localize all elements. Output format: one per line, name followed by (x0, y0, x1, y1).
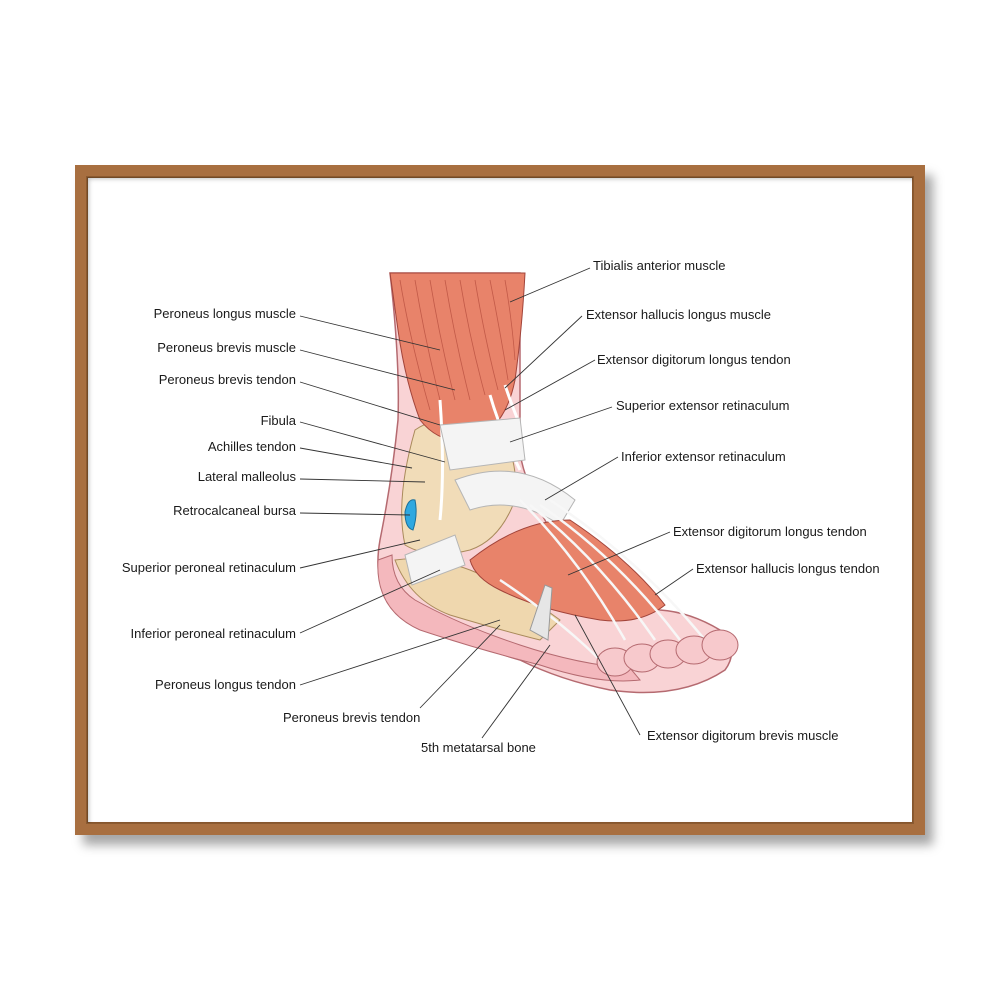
label-peroneus-longus-tendon: Peroneus longus tendon (155, 677, 296, 692)
label-superior-peroneal-retinaculum: Superior peroneal retinaculum (121, 560, 296, 575)
foot-tendons (499, 498, 706, 661)
label-peroneus-brevis-tendon-bottom: Peroneus brevis tendon (283, 710, 421, 725)
foot-muscles (469, 519, 666, 622)
label-superior-extensor-retinaculum: Superior extensor retinaculum (616, 398, 790, 413)
retrocalcaneal-bursa (404, 499, 417, 531)
label-tibialis-anterior-muscle: Tibialis anterior muscle (593, 258, 726, 273)
leader-lines (299, 267, 694, 739)
label-extensor-hallucis-longus-tendon: Extensor hallucis longus tendon (696, 561, 880, 576)
label-extensor-digitorum-longus-tendon-upper: Extensor digitorum longus tendon (597, 352, 791, 367)
label-peroneus-longus-muscle: Peroneus longus muscle (153, 306, 296, 321)
label-5th-metatarsal-bone: 5th metatarsal bone (421, 740, 536, 755)
label-inferior-peroneal-retinaculum: Inferior peroneal retinaculum (130, 626, 296, 641)
toes (596, 629, 739, 677)
label-extensor-digitorum-longus-tendon-lower: Extensor digitorum longus tendon (673, 524, 867, 539)
label-lateral-malleolus: Lateral malleolus (197, 469, 296, 484)
label-peroneus-brevis-tendon: Peroneus brevis tendon (158, 372, 296, 387)
leg-muscle-fibers (399, 279, 516, 411)
label-retrocalcaneal-bursa: Retrocalcaneal bursa (173, 503, 296, 518)
label-achilles-tendon: Achilles tendon (207, 439, 296, 454)
label-peroneus-brevis-muscle: Peroneus brevis muscle (157, 340, 296, 355)
label-extensor-digitorum-brevis-muscle: Extensor digitorum brevis muscle (647, 728, 839, 743)
label-extensor-hallucis-longus-muscle: Extensor hallucis longus muscle (586, 307, 771, 322)
label-fibula: Fibula (260, 413, 296, 428)
superior-extensor-retinaculum-band (439, 417, 526, 471)
superior-peroneal-retinaculum-band (404, 534, 466, 586)
inferior-extensor-retinaculum-band (454, 470, 576, 526)
fifth-metatarsal (529, 584, 553, 641)
label-inferior-extensor-retinaculum: Inferior extensor retinaculum (621, 449, 786, 464)
